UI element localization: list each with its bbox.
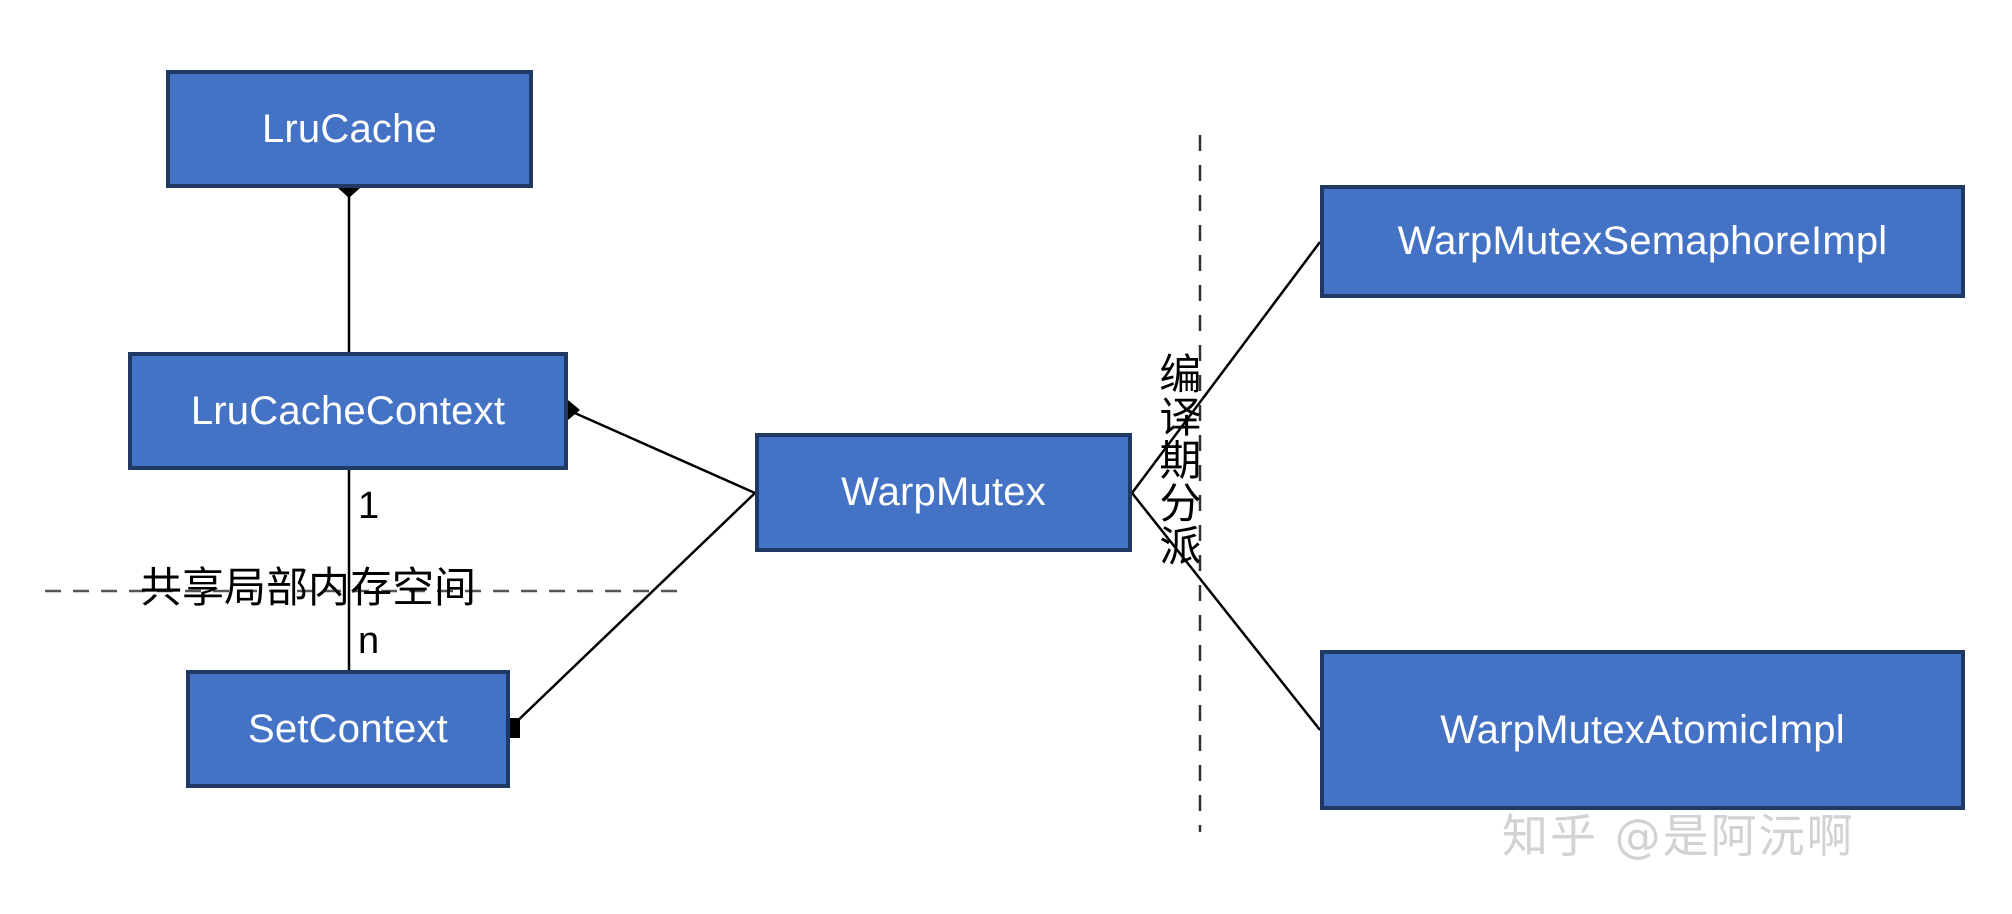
multiplicity-n-label: n — [358, 620, 380, 662]
node-warp-mutex-semaphore-impl-label: WarpMutexSemaphoreImpl — [1397, 219, 1888, 263]
edge-warpmutex-to-atomicimpl — [1131, 492, 1321, 731]
node-warp-mutex-label: WarpMutex — [841, 470, 1046, 514]
node-warp-mutex-semaphore-impl[interactable]: WarpMutexSemaphoreImpl — [1320, 185, 1965, 298]
node-set-context-label: SetContext — [248, 706, 448, 751]
node-lru-cache[interactable]: LruCache — [166, 70, 533, 188]
edge-lrucache-to-lrucachecontext — [338, 178, 360, 352]
compile-time-dispatch-label: 编译期分派 — [1152, 352, 1202, 567]
multiplicity-one-label: 1 — [358, 485, 380, 527]
node-warp-mutex-atomic-impl-label: WarpMutexAtomicImpl — [1440, 707, 1845, 752]
node-lru-cache-label: LruCache — [261, 106, 438, 151]
node-warp-mutex-atomic-impl[interactable]: WarpMutexAtomicImpl — [1320, 650, 1965, 810]
edge-lrucachecontext-to-warpmutex — [556, 400, 756, 495]
edge-warpmutex-to-semaphoreimpl — [1130, 241, 1322, 494]
node-warp-mutex[interactable]: WarpMutex — [755, 433, 1132, 552]
node-lru-cache-context[interactable]: LruCacheContext — [128, 352, 568, 470]
zhihu-watermark: 知乎 @是阿沅啊 — [1502, 809, 1855, 863]
node-set-context[interactable]: SetContext — [186, 670, 510, 788]
shared-local-memory-space-label: 共享局部内存空间 — [140, 563, 477, 612]
edge-setcontext-to-warpmutex — [500, 492, 756, 738]
node-lru-cache-context-label: LruCacheContext — [190, 388, 506, 433]
